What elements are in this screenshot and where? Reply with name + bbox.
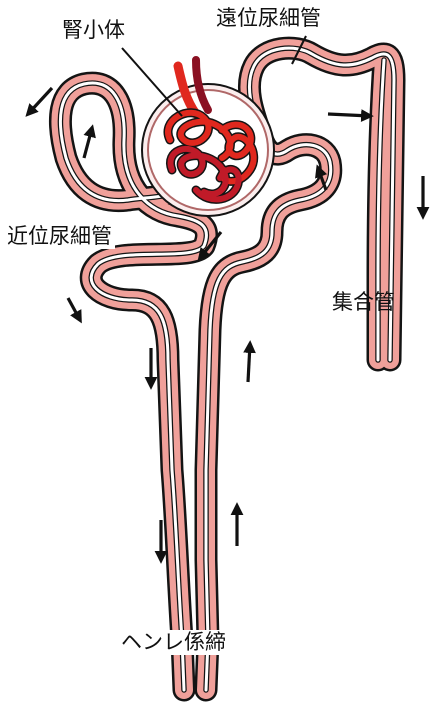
arrow-flow-6 [248, 344, 250, 382]
label-renal-corpuscle: 腎小体 [62, 20, 125, 41]
arrow-flow-1 [28, 88, 52, 114]
label-distal-tubule: 遠位尿細管 [216, 8, 321, 29]
arrow-flow-9 [328, 114, 370, 116]
label-collecting-duct: 集合管 [332, 292, 395, 313]
arrow-flow-2 [84, 128, 92, 158]
label-proximal-tubule: 近位尿細管 [4, 224, 115, 249]
label-loop-of-henle: ヘンレ係締 [118, 630, 229, 655]
arrow-flow-4 [68, 298, 80, 320]
